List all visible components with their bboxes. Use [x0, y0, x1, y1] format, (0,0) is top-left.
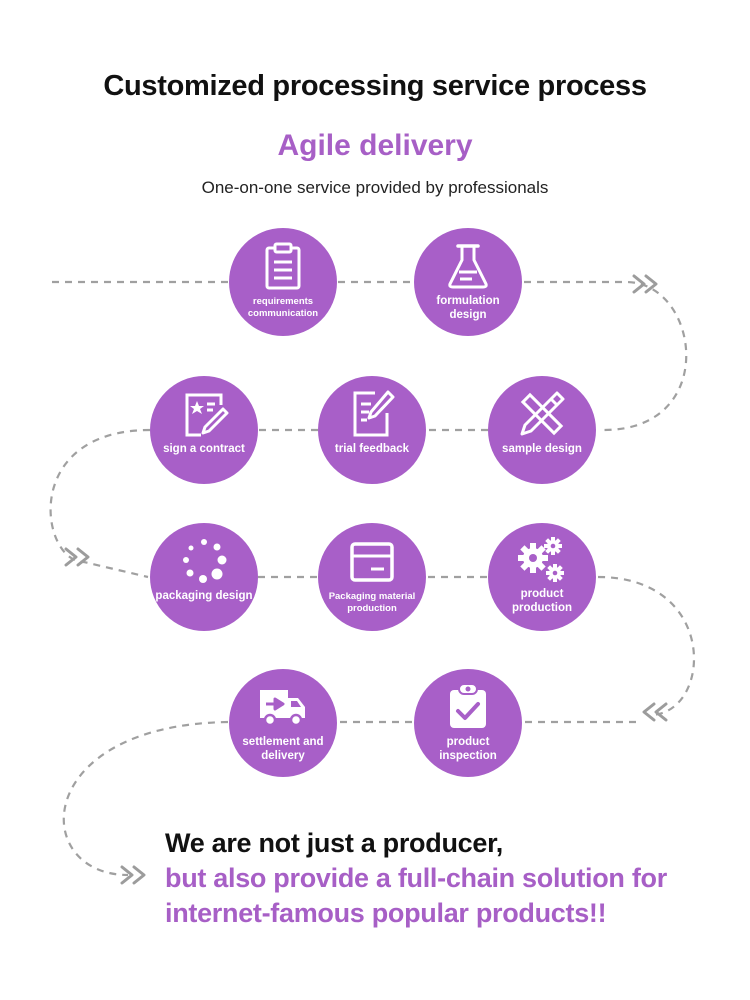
step-label: sample design: [502, 443, 582, 455]
tagline: One-on-one service provided by professio…: [201, 178, 549, 197]
connector-row-2: [49, 428, 488, 579]
dots-circle-icon: [183, 539, 227, 583]
edit-document-icon: [353, 390, 395, 437]
clipboard-check-icon: [450, 683, 486, 728]
step-settlement-and-delivery: settlement and delivery: [229, 669, 337, 777]
step-label: product production: [511, 588, 573, 614]
step-requirements-communication: requirements communication: [229, 228, 337, 336]
contract-sign-icon: [185, 393, 229, 437]
closing-line-3: internet-famous popular products!!: [165, 898, 607, 928]
delivery-truck-icon: [260, 690, 305, 727]
arrow-right-icon: [64, 547, 90, 567]
clipboard-list-icon: [265, 242, 301, 290]
connector-row-3: [258, 575, 696, 717]
step-trial-feedback: trial feedback: [318, 376, 426, 484]
step-label: product inspection: [439, 736, 497, 762]
step-sample-design: sample design: [488, 376, 596, 484]
closing-line-2: but also provide a full-chain solution f…: [165, 863, 667, 893]
ruler-pencil-icon: [520, 391, 565, 436]
closing-statement: We are not just a producer, but also pro…: [165, 826, 667, 931]
step-label: requirements communication: [247, 296, 319, 319]
box-icon: [350, 542, 394, 582]
step-label: trial feedback: [334, 443, 410, 455]
arrow-right-icon: [632, 274, 658, 294]
arrow-left-icon: [642, 702, 668, 722]
closing-line-1: We are not just a producer,: [165, 828, 503, 858]
connector-row-4: [62, 720, 636, 877]
step-label: packaging design: [155, 590, 253, 602]
step-product-production: product production: [488, 523, 596, 631]
step-label: sign a contract: [163, 443, 245, 455]
section-subtitle: Agile delivery: [277, 129, 473, 162]
step-packaging-design: packaging design: [150, 523, 258, 631]
step-sign-a-contract: sign a contract: [150, 376, 258, 484]
step-label: formulation design: [436, 295, 500, 321]
step-formulation-design: formulation design: [414, 228, 522, 336]
step-packaging-material-production: Packaging material production: [318, 523, 426, 631]
step-label: settlement and delivery: [242, 736, 324, 762]
step-product-inspection: product inspection: [414, 669, 522, 777]
step-label: Packaging material production: [328, 591, 416, 614]
arrow-right-icon: [120, 865, 146, 885]
page-title: Customized processing service process: [103, 70, 647, 102]
gears-icon: [518, 537, 564, 582]
flask-icon: [448, 244, 488, 289]
